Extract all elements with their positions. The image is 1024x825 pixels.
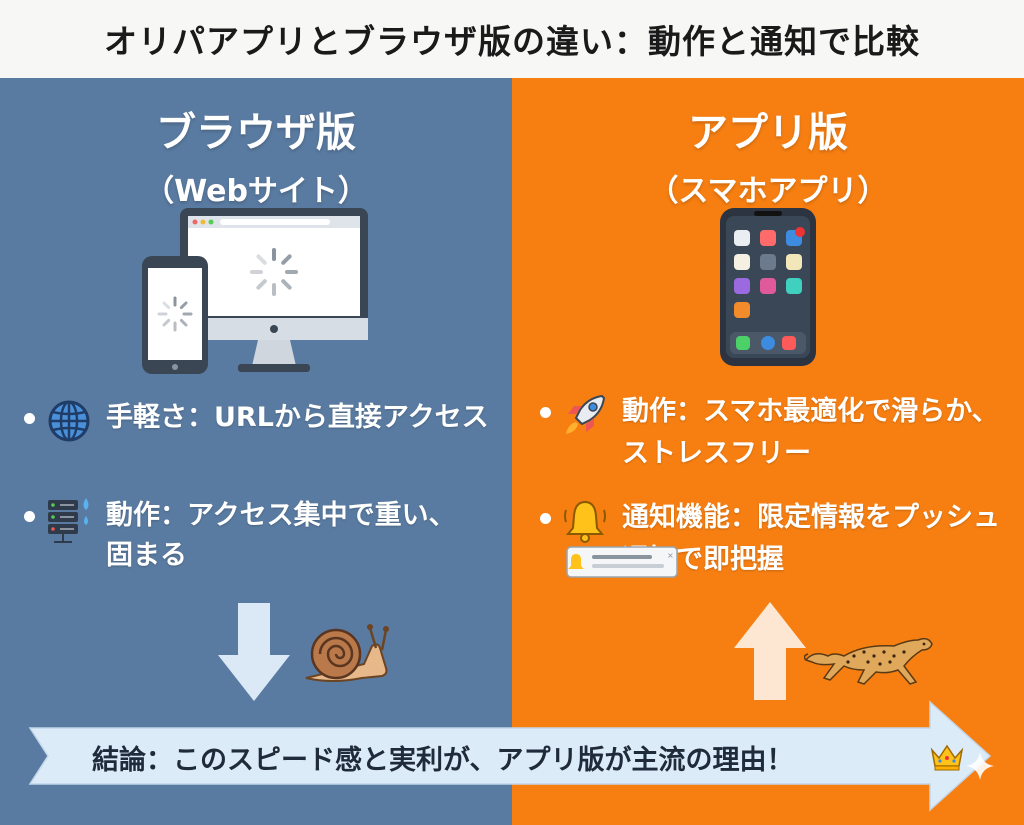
- browser-title: ブラウザ版: [156, 110, 356, 156]
- browser-heading: ブラウザ版 （Webサイト）: [0, 78, 512, 210]
- desktop-phone-illustration: [142, 208, 368, 374]
- down-arrow-icon: [218, 603, 290, 701]
- app-subtitle: （スマホアプリ）: [648, 174, 888, 209]
- app-bullet-notification: 通知機能：限定情報をプッシュ 通知で即把握: [540, 498, 1020, 588]
- app-title: アプリ版: [688, 110, 848, 156]
- browser-bullet-ease-text: 手軽さ：URLから直接アクセス: [106, 402, 489, 433]
- server-icon: [48, 498, 89, 543]
- bell-icon: [564, 500, 606, 543]
- app-panel: アプリ版 （スマホアプリ） 動作：スマホ最適化で滑らか、: [512, 78, 1024, 825]
- browser-bullet-performance: 動作：アクセス集中で重い、 固まる: [24, 496, 494, 586]
- bullet-dot: [24, 413, 35, 424]
- app-heading: アプリ版 （スマホアプリ）: [512, 78, 1024, 210]
- conclusion-banner-arrow: [28, 700, 992, 812]
- cheetah-icon: [804, 637, 933, 685]
- app-bullet-performance-line2: ストレスフリー: [622, 438, 811, 469]
- page-title: オリパアプリとブラウザ版の違い：動作と通知で比較: [0, 0, 1024, 78]
- app-bullet-notification-line1: 通知機能：限定情報をプッシュ: [622, 502, 1000, 533]
- bullet-dot: [540, 407, 551, 418]
- browser-bullet-performance-line2: 固まる: [106, 540, 187, 571]
- snail-icon: [305, 624, 389, 682]
- app-bullet-performance-line1: 動作：スマホ最適化で滑らか、: [622, 396, 999, 427]
- sparkle-icon: [966, 752, 994, 780]
- crown-icon: [930, 744, 964, 771]
- browser-bullet-ease: 手軽さ：URLから直接アクセス: [24, 398, 494, 444]
- app-bullet-performance: 動作：スマホ最適化で滑らか、 ストレスフリー: [540, 392, 1020, 482]
- bullet-dot: [24, 511, 35, 522]
- rocket-icon: [566, 394, 606, 434]
- browser-subtitle: （Webサイト）: [144, 174, 368, 209]
- smartphone-illustration: [720, 208, 816, 366]
- browser-panel: ブラウザ版 （Webサイト）: [0, 78, 512, 825]
- svg-text:×: ×: [667, 551, 674, 560]
- up-arrow-icon: [734, 602, 806, 700]
- conclusion-text: 結論：このスピード感と実利が、アプリ版が主流の理由！: [92, 745, 794, 776]
- notification-card-icon: ×: [566, 546, 678, 578]
- globe-icon: [48, 400, 90, 442]
- bullet-dot: [540, 513, 551, 524]
- browser-bullet-performance-line1: 動作：アクセス集中で重い、: [106, 500, 456, 531]
